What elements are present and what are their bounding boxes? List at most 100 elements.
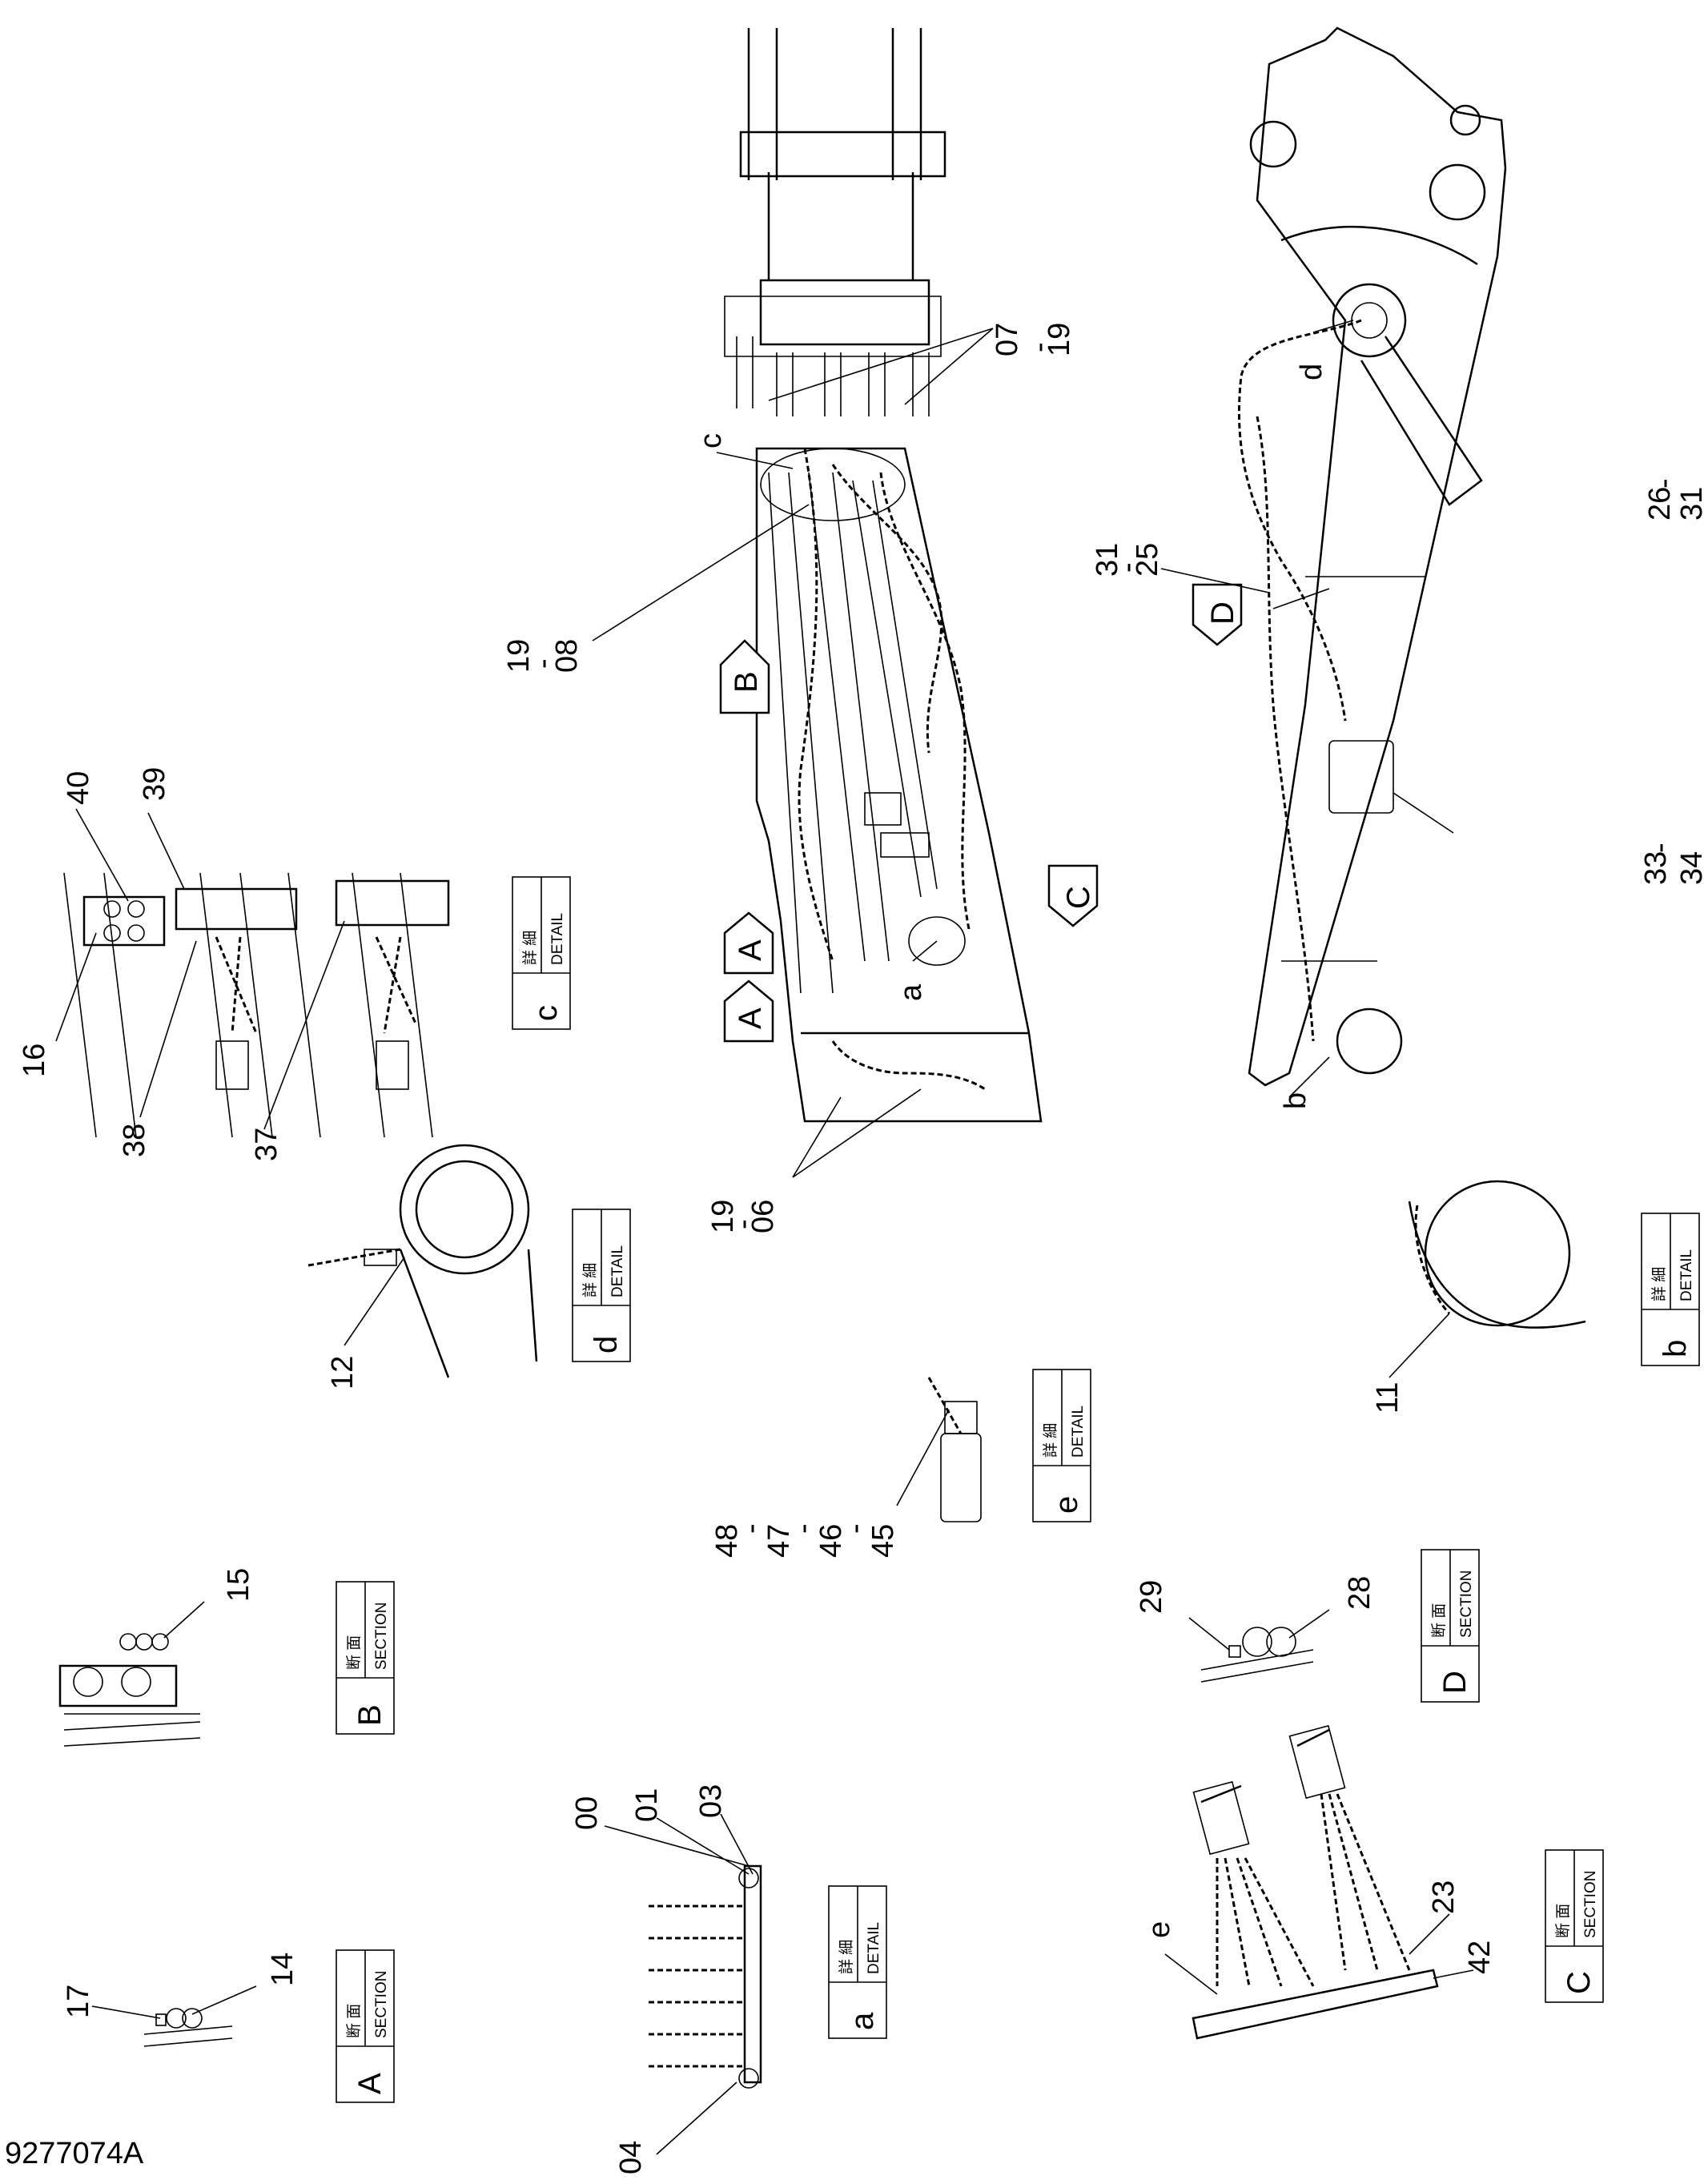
callout-48: 48 — [710, 1524, 744, 1558]
callout-33-34c: 34 — [1675, 851, 1708, 885]
svg-text:C: C — [1061, 886, 1096, 909]
svg-text:DETAIL: DETAIL — [1678, 1249, 1695, 1301]
svg-text:DETAIL: DETAIL — [866, 1922, 882, 1974]
detail-e-drawing — [896, 1377, 982, 1522]
callout-14: 14 — [266, 1953, 299, 1986]
callout-04: 04 — [614, 2141, 648, 2174]
callout-16: 16 — [18, 1044, 51, 1077]
detail-c-box: 詳 細 DETAIL c — [512, 876, 571, 1030]
callout-33-34a: 33 — [1639, 851, 1673, 885]
callout-11: 11 — [1371, 1382, 1405, 1414]
svg-text:SECTION: SECTION — [373, 1603, 390, 1670]
detail-a-drawing — [604, 1813, 762, 2155]
callout-19-08a: 19 — [502, 639, 536, 673]
section-D-box: 断 面 SECTION D — [1421, 1549, 1480, 1703]
svg-text:D: D — [1205, 601, 1240, 625]
svg-text:B: B — [729, 671, 764, 693]
svg-text:A: A — [352, 2073, 388, 2094]
svg-text:SECTION: SECTION — [373, 1971, 390, 2038]
callout-42: 42 — [1463, 1941, 1497, 1974]
section-A-box: 断 面 SECTION A — [336, 1949, 395, 2103]
svg-text:B: B — [352, 1704, 388, 1726]
callout-26-31c: 31 — [1675, 487, 1708, 521]
detail-c-drawing — [63, 872, 450, 1138]
callout-03: 03 — [694, 1784, 728, 1818]
callout-15: 15 — [222, 1568, 255, 1602]
callout-dash3: - — [838, 1523, 872, 1534]
arm-assembly-drawing — [724, 28, 1043, 1123]
callout-labels: 07 - 19 c 19 - 08 d 31 - 25 26 - 31 33 -… — [18, 323, 1708, 2174]
callout-29: 29 — [1135, 1580, 1168, 1614]
callout-46: 46 — [814, 1524, 848, 1558]
callout-38: 38 — [118, 1124, 151, 1157]
view-arrow-A1: A — [723, 911, 774, 975]
boom-assembly-drawing — [1237, 26, 1507, 1087]
detail-a-box: 詳 細 DETAIL a — [828, 1885, 887, 2039]
svg-text:断 面: 断 面 — [1430, 1603, 1448, 1638]
callout-45: 45 — [866, 1524, 900, 1558]
detail-d-box: 詳 細 DETAIL d — [572, 1209, 631, 1362]
detail-d-drawing — [307, 1144, 538, 1378]
callout-12: 12 — [326, 1356, 360, 1390]
callout-31-25a: 31 — [1091, 543, 1124, 577]
callout-17: 17 — [62, 1985, 95, 2018]
svg-text:A: A — [733, 939, 768, 961]
svg-text:DETAIL: DETAIL — [549, 913, 566, 965]
section-D-drawing — [1188, 1609, 1330, 1683]
svg-text:e: e — [1049, 1496, 1084, 1514]
callout-00: 00 — [570, 1796, 604, 1830]
svg-text:c: c — [528, 1005, 564, 1021]
callout-31-25b: - — [1111, 562, 1144, 573]
callout-19-06b: - — [726, 1219, 760, 1229]
callout-19-08b: - — [526, 658, 560, 669]
svg-text:SECTION: SECTION — [1458, 1571, 1475, 1638]
svg-text:断 面: 断 面 — [345, 1635, 363, 1670]
svg-text:a: a — [845, 2012, 880, 2030]
callout-d: d — [1295, 364, 1328, 380]
section-B-box: 断 面 SECTION B — [336, 1581, 395, 1735]
callout-26-31a: 26 — [1643, 487, 1677, 521]
drawing-number: 9277074A — [5, 2137, 144, 2170]
section-B-drawing — [58, 1601, 205, 1747]
callout-01: 01 — [630, 1788, 664, 1822]
callout-39: 39 — [138, 767, 171, 801]
callout-dash1: - — [734, 1523, 768, 1534]
svg-text:詳 細: 詳 細 — [838, 1940, 855, 1974]
callout-47: 47 — [762, 1524, 796, 1558]
callout-07-19: 07 — [991, 323, 1024, 356]
section-C-drawing — [1164, 1724, 1474, 2040]
svg-text:断 面: 断 面 — [1554, 1904, 1572, 1938]
leader-lines — [592, 320, 1454, 1178]
svg-text:A: A — [733, 1008, 768, 1029]
svg-text:b: b — [1658, 1340, 1693, 1357]
callout-19-06a: 19 — [706, 1200, 740, 1233]
callout-07-19c: 19 — [1043, 323, 1076, 356]
svg-text:DETAIL: DETAIL — [1070, 1406, 1087, 1458]
view-arrow-C: C — [1047, 864, 1099, 927]
callout-c: c — [694, 433, 728, 448]
svg-text:DETAIL: DETAIL — [609, 1245, 626, 1297]
detail-b-box: 詳 細 DETAIL b — [1641, 1213, 1700, 1366]
callout-23: 23 — [1427, 1880, 1461, 1914]
svg-text:断 面: 断 面 — [345, 2004, 363, 2038]
view-arrow-B: B — [719, 639, 770, 714]
svg-text:詳 細: 詳 細 — [521, 931, 539, 965]
callout-33-34b: - — [1643, 843, 1677, 853]
callout-40: 40 — [62, 771, 95, 805]
svg-text:詳 細: 詳 細 — [581, 1263, 599, 1297]
section-A-drawing — [91, 1985, 257, 2047]
callout-07-19b: - — [1023, 342, 1056, 352]
view-arrow-D: D — [1192, 583, 1243, 646]
detail-c-leaders — [55, 808, 345, 1130]
detail-b-drawing — [1389, 1180, 1586, 1378]
callout-19-08c: 08 — [550, 639, 584, 673]
svg-text:詳 細: 詳 細 — [1650, 1267, 1668, 1301]
svg-text:d: d — [589, 1336, 624, 1353]
callout-37: 37 — [250, 1128, 283, 1161]
detail-e-box: 詳 細 DETAIL e — [1032, 1369, 1091, 1522]
view-arrow-A2: A — [723, 979, 774, 1043]
callout-dash2: - — [786, 1523, 820, 1534]
svg-text:C: C — [1561, 1971, 1597, 1994]
callout-26-31b: - — [1647, 478, 1681, 489]
